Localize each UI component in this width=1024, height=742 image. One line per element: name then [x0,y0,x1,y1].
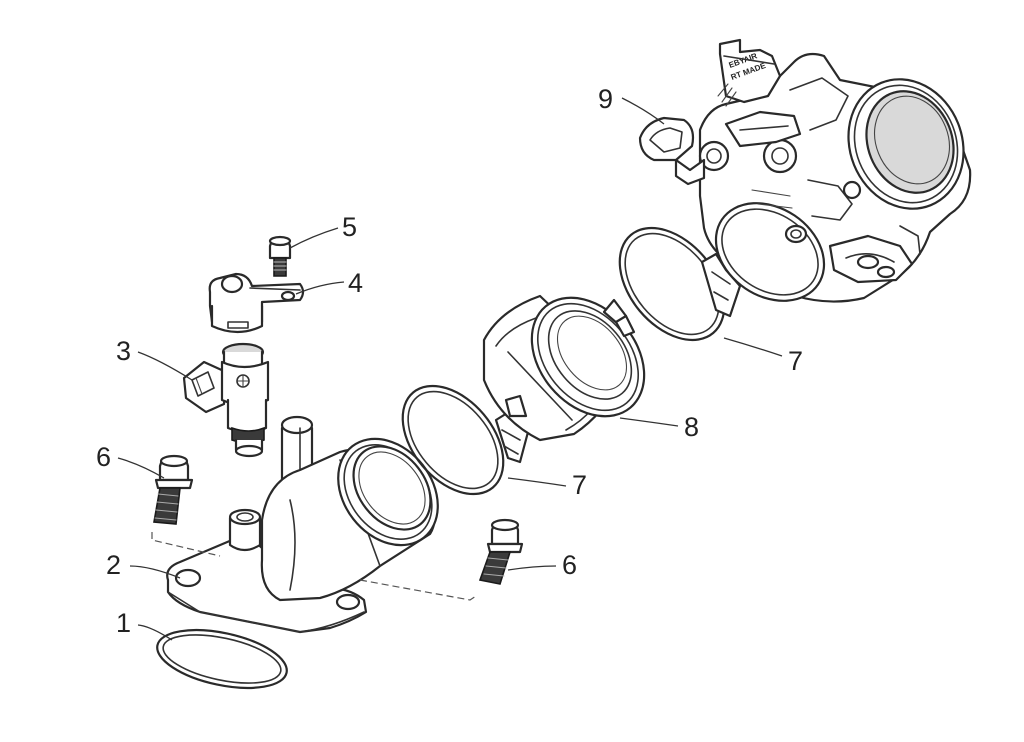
throttle-body: EBYAIR RT MADE [638,38,972,303]
leader-3 [137,351,193,381]
install-guide-right [359,579,477,601]
hose-clamp-upper [618,226,742,342]
callout-6-left: 6 [96,442,111,472]
leader-6a [117,457,165,479]
leader-4 [295,281,345,295]
leader-2 [129,565,181,579]
callout-6-right: 6 [562,550,577,580]
callout-2: 2 [106,550,121,580]
callout-4: 4 [348,268,363,298]
install-guide-left [151,532,221,557]
callout-8: 8 [684,412,699,442]
flange-bolt-right [478,518,524,585]
leader-7a [507,477,567,487]
injector-holder [208,272,305,334]
leader-6b [507,565,557,571]
flange-bolt-left [153,454,194,525]
bolt-small [268,235,292,277]
callout-7-lower: 7 [572,470,587,500]
callout-9: 9 [598,84,613,114]
leader-1 [137,624,173,641]
leader-5 [289,227,339,249]
rubber-coupling [482,294,646,442]
leader-9 [621,97,665,125]
leader-8 [619,417,679,427]
intake-manifold [166,415,439,634]
callout-3: 3 [116,336,131,366]
o-ring [156,629,288,689]
fuel-injector [182,342,270,458]
callout-1: 1 [116,608,131,638]
callout-numbers: 1 2 3 4 5 6 6 7 7 8 9 [96,84,803,638]
callout-7-upper: 7 [788,346,803,376]
callout-5: 5 [342,212,357,242]
leader-lines [117,97,783,641]
leader-7b [723,337,783,357]
